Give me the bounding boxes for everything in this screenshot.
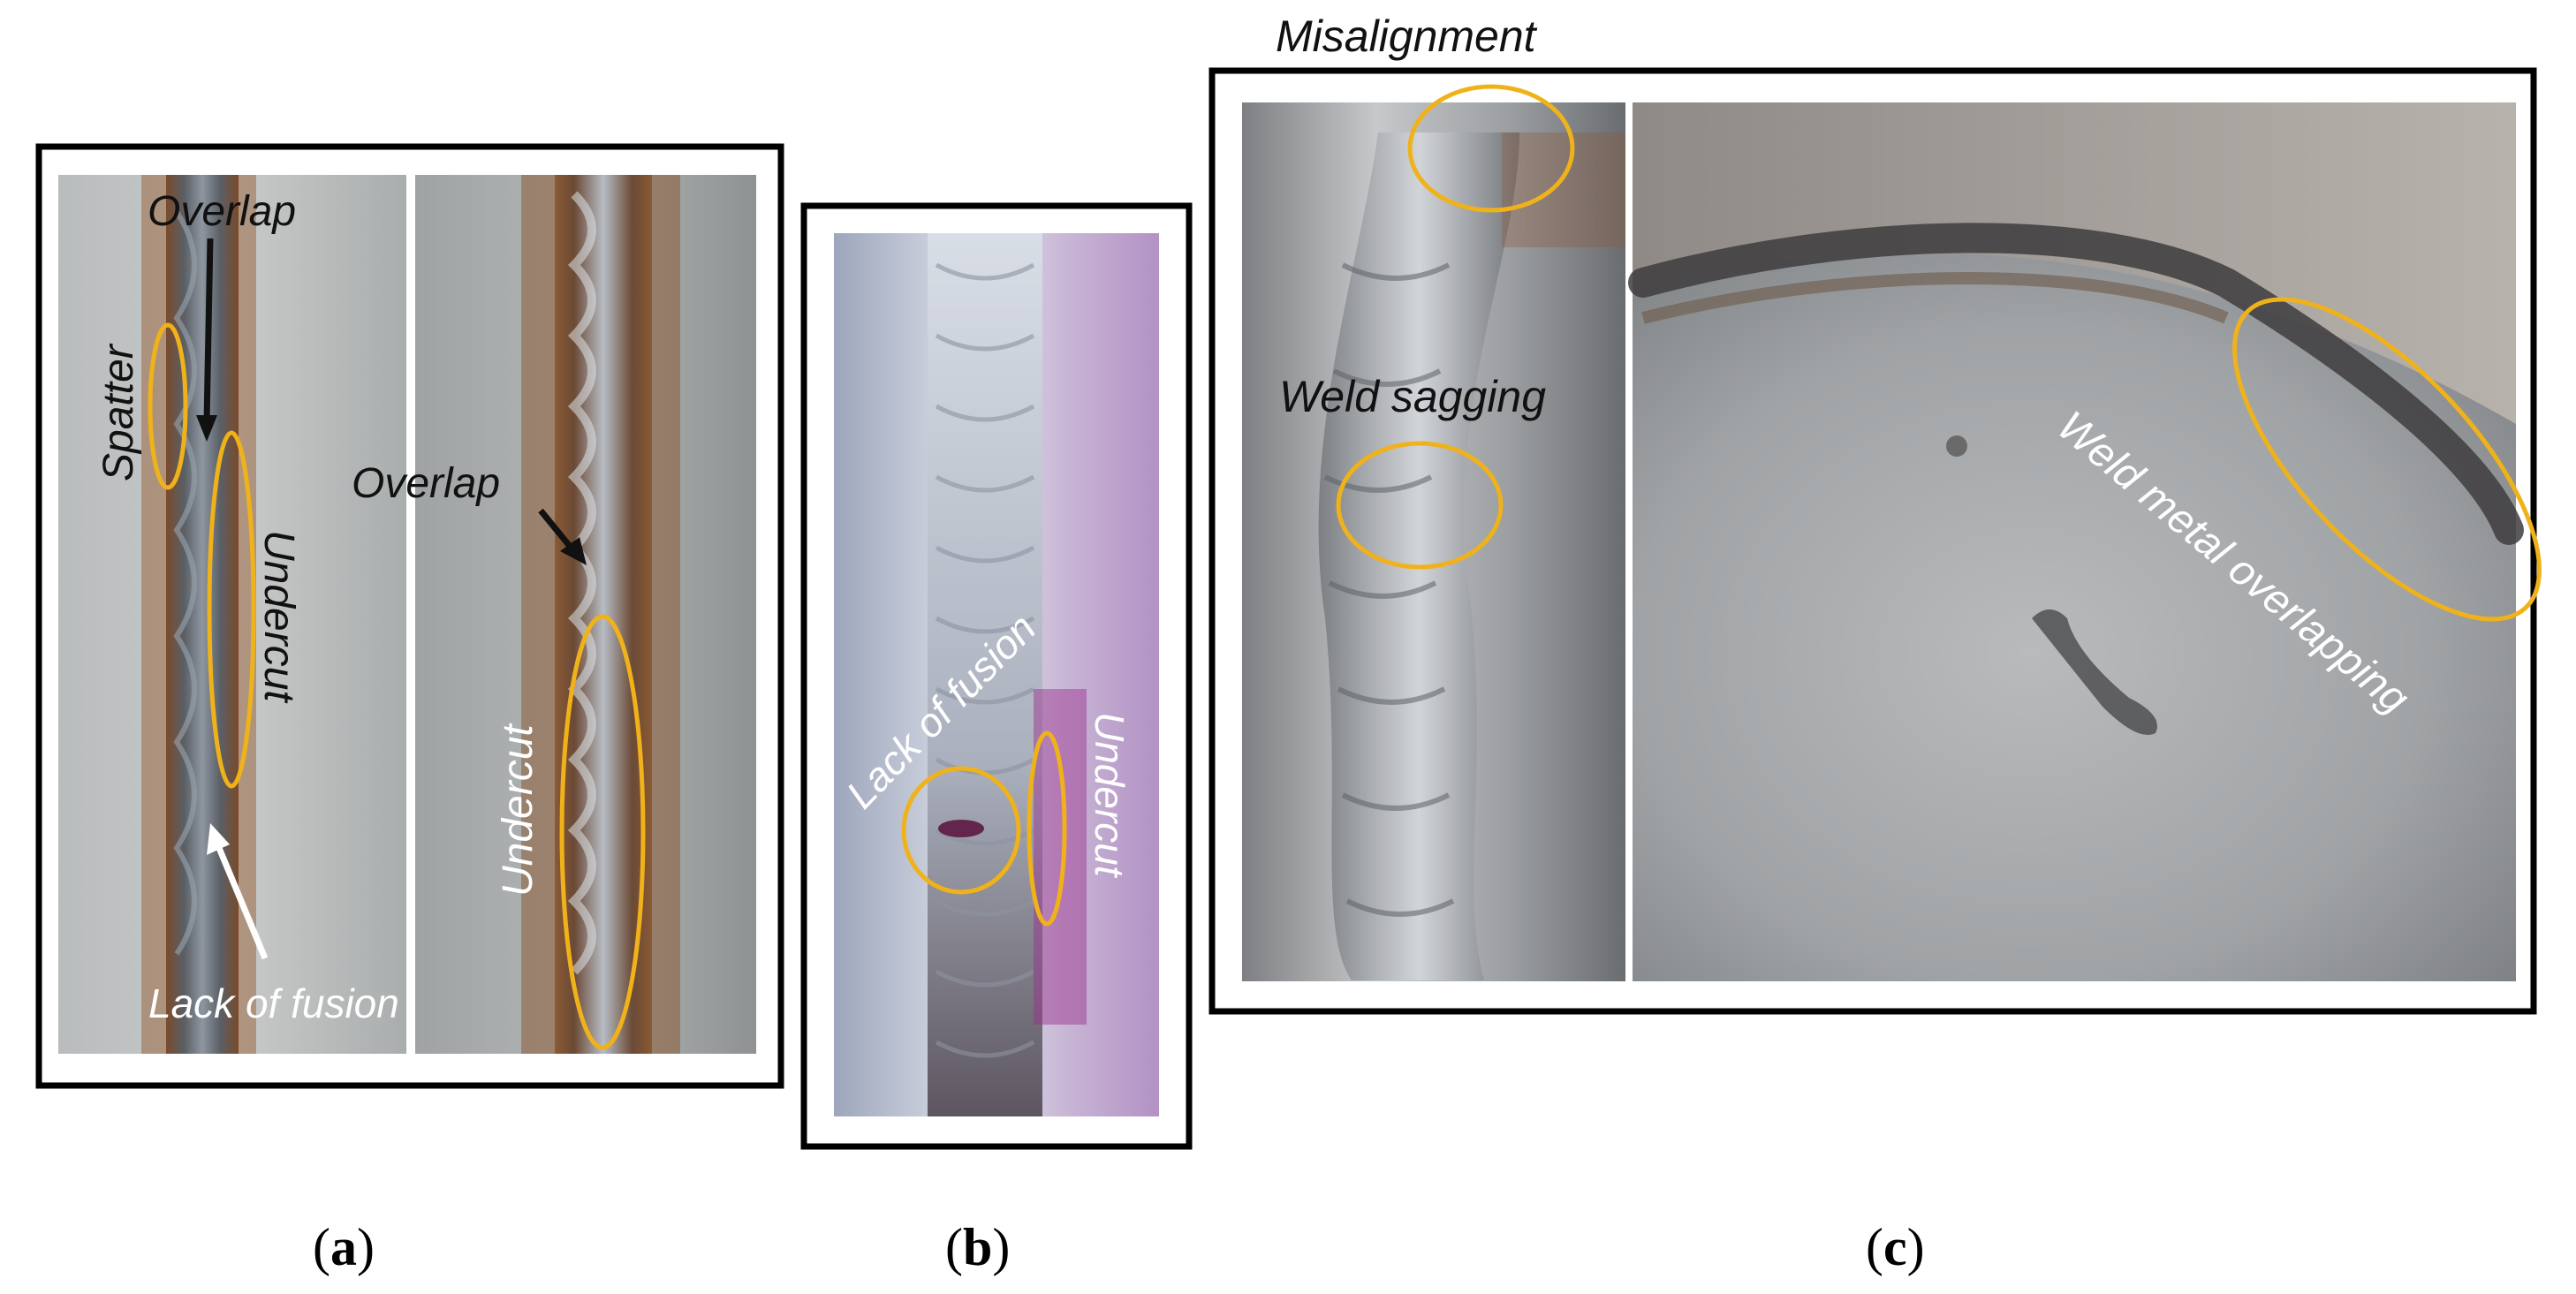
- panel-b-photo: [834, 233, 1159, 1116]
- undercut-highlight-b: [1027, 730, 1067, 927]
- weld-metal-overlapping-highlight: [2232, 297, 2542, 622]
- caption-b-open: (: [945, 1218, 963, 1276]
- caption-a-close: ): [357, 1218, 375, 1276]
- spatter-highlight: [148, 322, 188, 490]
- caption-a: (a): [313, 1218, 375, 1276]
- panel-a-photo-left: [58, 175, 406, 1054]
- panel-c-photo-left: [1242, 102, 1625, 981]
- caption-c: (c): [1866, 1218, 1925, 1276]
- caption-a-letter: a: [330, 1218, 357, 1276]
- lack-of-fusion-highlight-b: [901, 766, 1021, 895]
- panel-b: Lack of fusion Undercut (b): [800, 202, 1193, 1276]
- panel-c: Misalignment Weld sagging Weld metal ove…: [1208, 11, 2542, 1276]
- undercut-highlight-left: [207, 430, 256, 789]
- panel-a-photo-right: [415, 175, 756, 1054]
- overlap-arrow-top: [203, 238, 214, 423]
- overlap-arrow-right-head: [560, 537, 587, 565]
- lack-of-fusion-arrow: [216, 846, 269, 960]
- label-overlap-top: Overlap: [148, 188, 296, 235]
- label-weld-sagging: Weld sagging: [1279, 372, 1546, 421]
- panel-c-photo-right: [1628, 102, 2524, 982]
- weld-sagging-highlight: [1336, 441, 1504, 570]
- lack-of-fusion-arrow-head: [207, 823, 230, 855]
- caption-b-letter: b: [963, 1218, 992, 1276]
- undercut-highlight-right: [559, 614, 646, 1050]
- label-undercut-left: Undercut: [255, 530, 302, 703]
- caption-c-letter: c: [1883, 1218, 1907, 1276]
- label-lack-of-fusion-a: Lack of fusion: [148, 980, 399, 1026]
- caption-b: (b): [945, 1218, 1010, 1276]
- label-overlap-right: Overlap: [352, 460, 500, 507]
- label-spatter: Spatter: [95, 343, 142, 481]
- overlap-arrow-right: [538, 508, 575, 552]
- label-undercut-b: Undercut: [1087, 712, 1133, 879]
- panel-a: Overlap Spatter Undercut Lack of fusion …: [35, 143, 784, 1276]
- caption-c-close: ): [1907, 1218, 1925, 1276]
- misalignment-highlight: [1407, 84, 1575, 213]
- caption-a-open: (: [313, 1218, 330, 1276]
- caption-b-close: ): [992, 1218, 1010, 1276]
- overlap-arrow-top-head: [196, 415, 217, 442]
- label-undercut-right: Undercut: [495, 723, 542, 897]
- caption-c-open: (: [1866, 1218, 1883, 1276]
- label-misalignment: Misalignment: [1276, 11, 1538, 61]
